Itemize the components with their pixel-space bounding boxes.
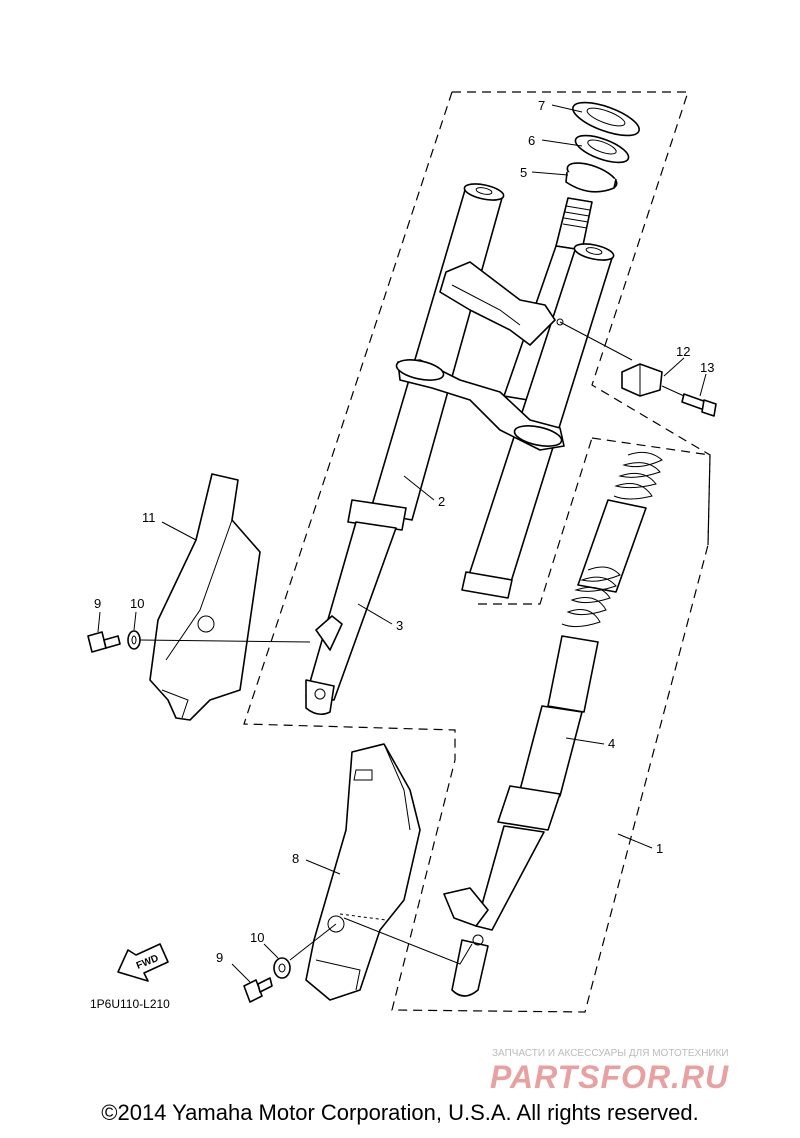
callout-11: 11	[142, 510, 156, 525]
assembly-boundary-lower	[391, 437, 711, 1013]
washer-10-upper	[127, 630, 141, 650]
callout-3: 3	[396, 618, 403, 633]
damper-cartridge	[577, 499, 647, 593]
fork-guard-left-11	[149, 473, 261, 721]
inner-tube-right	[461, 243, 615, 599]
damper-spring-lower	[561, 566, 621, 628]
assembly-boundary-inner	[478, 437, 593, 605]
assembly-boundary-upper	[452, 91, 711, 546]
bearing-race-5	[565, 162, 618, 193]
leader-11	[161, 521, 197, 541]
watermark-subtitle: ЗАПЧАСТИ И АКСЕССУАРЫ ДЛЯ МОТОТЕХНИКИ	[492, 1048, 729, 1059]
bearing-6	[574, 134, 630, 164]
mount-line-right	[343, 917, 473, 965]
callout-9-upper: 9	[94, 596, 101, 611]
callout-6: 6	[528, 133, 535, 148]
inner-tube-left	[369, 183, 505, 521]
under-bracket	[395, 359, 565, 451]
callout-10-lower: 10	[250, 930, 264, 945]
callout-12: 12	[676, 344, 690, 359]
callout-7: 7	[538, 98, 545, 113]
washer-10-lower	[273, 957, 291, 979]
callout-10-upper: 10	[130, 596, 144, 611]
outer-tube-left	[305, 499, 407, 716]
bolt-9-lower	[243, 977, 273, 1003]
leader-4	[565, 737, 605, 745]
bearing-seal-7	[572, 101, 640, 137]
leader-13	[699, 373, 707, 397]
leader-10a	[133, 611, 137, 631]
callout-9-lower: 9	[216, 950, 223, 965]
leader-9b	[231, 963, 251, 983]
leader-9a	[97, 611, 101, 633]
leader-3	[357, 603, 393, 625]
leader-2	[403, 475, 435, 501]
diagram-code: 1P6U110-L210	[90, 997, 170, 1011]
callout-5: 5	[520, 165, 527, 180]
leader-7	[551, 104, 583, 113]
bolt-13	[661, 385, 717, 417]
leader-1	[617, 833, 653, 849]
assembly-boundary-left	[243, 91, 456, 760]
upper-bracket	[439, 261, 564, 346]
fwd-arrow-icon: FWD	[117, 943, 169, 982]
outer-tube-right	[443, 635, 599, 997]
leader-6	[541, 139, 583, 147]
bolt-9-upper	[87, 631, 121, 653]
watermark-brand: PARTSFOR.RU	[490, 1059, 729, 1095]
fork-clamp-12	[559, 321, 663, 397]
leader-10b	[263, 943, 279, 959]
leader-8	[305, 859, 341, 875]
mount-line-lower	[289, 923, 337, 961]
callout-2: 2	[438, 494, 445, 509]
hidden-line-lower	[339, 913, 387, 921]
callout-1: 1	[656, 841, 663, 856]
callout-4: 4	[608, 736, 615, 751]
copyright-notice: ©2014 Yamaha Motor Corporation, U.S.A. A…	[101, 1100, 699, 1125]
mount-line-upper	[139, 639, 311, 643]
damper-spring-upper	[613, 451, 663, 500]
leader-5	[531, 171, 569, 176]
callout-8: 8	[292, 851, 299, 866]
callout-13: 13	[700, 360, 714, 375]
leader-12	[663, 357, 685, 377]
fork-guard-right-8	[305, 743, 421, 1001]
